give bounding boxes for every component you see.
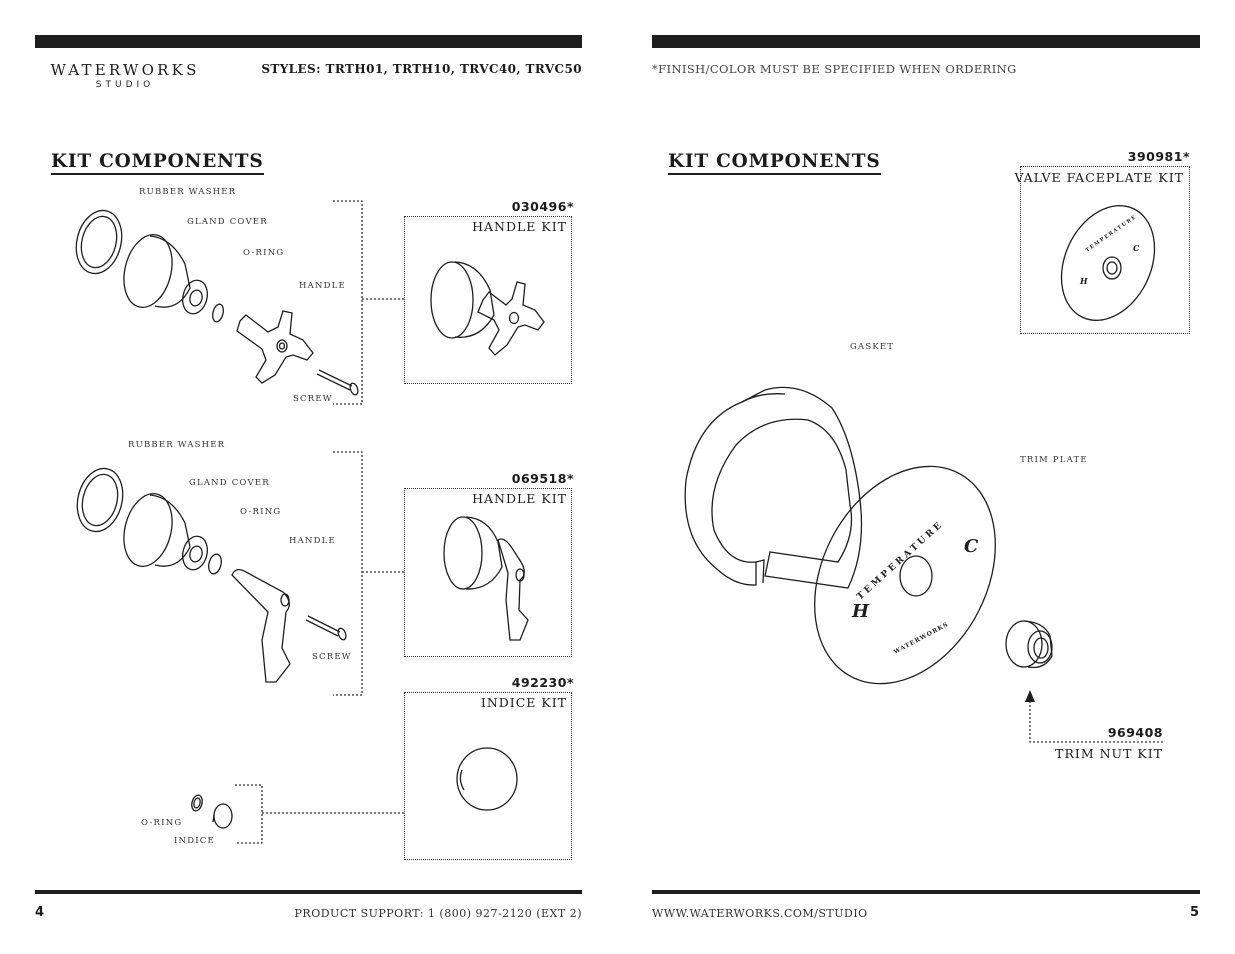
kit1-kit-name: HANDLE KIT xyxy=(472,219,567,234)
trim-nut-kit-name: TRIM NUT KIT xyxy=(1055,746,1163,761)
indice-3-drawing xyxy=(212,803,233,829)
page-number-right: 5 xyxy=(1189,905,1199,920)
kit2-label-handle: HANDLE xyxy=(289,536,336,546)
kit3-label-o-ring: O-RING xyxy=(141,818,183,828)
kit2-label-gland-cover: GLAND COVER xyxy=(189,478,270,488)
page-title-right: KIT COMPONENTS xyxy=(668,151,881,175)
o-ring-3-drawing xyxy=(191,794,203,812)
brand-sub: STUDIO xyxy=(95,80,155,90)
brand-logo: WATERWORKS STUDIO xyxy=(35,61,215,90)
footer-rule-right xyxy=(652,890,1200,894)
rubber-washer-2-drawing xyxy=(76,467,124,533)
faceplate-kit-name: VALVE FACEPLATE KIT xyxy=(1014,170,1184,185)
kit1-label-o-ring: O-RING xyxy=(243,248,285,258)
kit2-kit-name: HANDLE KIT xyxy=(472,491,567,506)
kit1-label-screw: SCREW xyxy=(293,394,333,404)
kit1-label-gland-cover: GLAND COVER xyxy=(187,217,268,227)
header-bar-right xyxy=(652,35,1200,48)
rubber-washer-1-drawing xyxy=(75,209,123,275)
trim-plate-label: TRIM PLATE xyxy=(1020,455,1088,465)
plate-brand-text: WATERWORKS xyxy=(892,621,950,656)
plate-hot-text: H xyxy=(851,601,870,622)
indice-kit-box xyxy=(404,692,572,860)
product-support-text: PRODUCT SUPPORT: 1 (800) 927-2120 (EXT 2… xyxy=(294,907,582,920)
faceplate-part-number: 390981* xyxy=(1127,149,1190,164)
faceplate-thumbnail-drawing xyxy=(1060,205,1156,321)
brand-name: WATERWORKS xyxy=(50,61,200,79)
gasket-drawing xyxy=(684,386,863,589)
kit3-part-number: 492230* xyxy=(511,675,574,690)
finish-note: *FINISH/COLOR MUST BE SPECIFIED WHEN ORD… xyxy=(652,62,1017,76)
thumb-cold-text: C xyxy=(1133,243,1140,253)
screw-1-drawing xyxy=(316,369,359,396)
kit2-part-number: 069518* xyxy=(511,471,574,486)
website-link[interactable]: WWW.WATERWORKS.COM/STUDIO xyxy=(652,907,868,920)
kit3-kit-name: INDICE KIT xyxy=(480,695,567,710)
kit2-label-rubber-washer: RUBBER WASHER xyxy=(128,440,226,450)
kit3-label-indice: INDICE xyxy=(174,836,215,846)
handle-kit-2-box xyxy=(404,488,572,657)
trim-plate-drawing xyxy=(814,465,996,685)
gasket-label: GASKET xyxy=(850,342,895,352)
plate-cold-text: C xyxy=(964,536,979,557)
page-number-left: 4 xyxy=(35,905,45,920)
plate-temperature-text: TEMPERATURE xyxy=(855,519,946,602)
indice-kit-assembled-drawing xyxy=(456,747,518,811)
handle-kit-1-assembled-drawing xyxy=(430,261,545,356)
trim-nut-part-number: 969408 xyxy=(1107,725,1163,740)
header-bar-left xyxy=(35,35,582,48)
styles-line: STYLES: TRTH01, TRTH10, TRVC40, TRVC50 xyxy=(261,62,582,76)
kit1-label-handle: HANDLE xyxy=(299,281,346,291)
screw-2-drawing xyxy=(305,615,347,641)
cross-handle-1-drawing xyxy=(236,310,314,384)
handle-kit-1-box xyxy=(404,216,572,384)
kit2-label-screw: SCREW xyxy=(312,652,352,662)
faceplate-kit-box xyxy=(1020,166,1190,334)
trim-nut-drawing xyxy=(1005,620,1053,669)
thumb-hot-text: H xyxy=(1079,276,1088,286)
kit1-part-number: 030496* xyxy=(511,199,574,214)
o-ring-2-drawing xyxy=(208,553,222,575)
kit2-label-o-ring: O-RING xyxy=(240,507,282,517)
footer-rule-left xyxy=(35,890,582,894)
trim-nut-arrowhead xyxy=(1025,690,1035,702)
page-title-left: KIT COMPONENTS xyxy=(51,151,264,175)
handle-kit-2-assembled-drawing xyxy=(443,516,529,641)
kit1-label-rubber-washer: RUBBER WASHER xyxy=(139,187,237,197)
lever-handle-2-drawing xyxy=(231,568,291,683)
gland-cover-1-drawing xyxy=(123,234,208,315)
gland-cover-2-drawing xyxy=(123,493,208,571)
o-ring-1-drawing xyxy=(212,303,224,323)
